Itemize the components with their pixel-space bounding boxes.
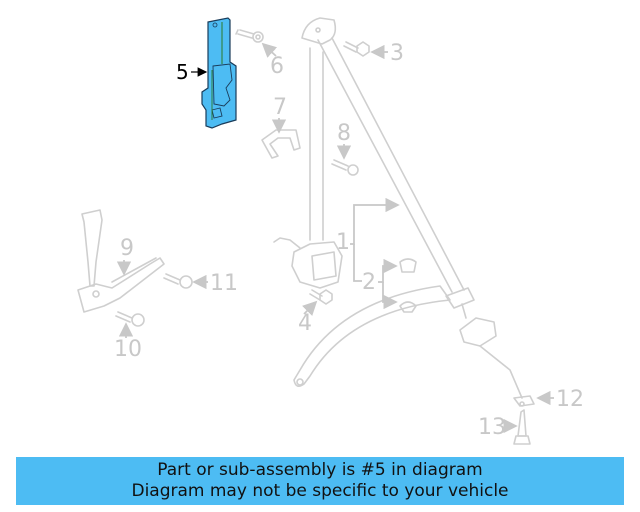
- callout-6[interactable]: 6: [261, 42, 284, 79]
- part-11-bolt[interactable]: [163, 273, 193, 289]
- part-10-bolt[interactable]: [115, 311, 145, 327]
- banner-line-disclaimer: Diagram may not be specific to your vehi…: [131, 481, 509, 501]
- callout-2[interactable]: 2: [362, 258, 398, 310]
- part-6-bolt[interactable]: [235, 29, 264, 43]
- part-2-anchors[interactable]: [293, 258, 451, 388]
- callout-3[interactable]: 3: [370, 41, 404, 66]
- part-7-clip[interactable]: [261, 129, 301, 159]
- callout-6-label: 6: [270, 54, 284, 79]
- banner-line-part: Part or sub-assembly is #5 in diagram: [157, 460, 483, 480]
- callout-12-label: 12: [556, 387, 584, 412]
- callout-8-label: 8: [337, 121, 351, 146]
- callout-5-label: 5: [176, 60, 189, 84]
- part-3-bolt[interactable]: [343, 41, 370, 57]
- callout-3-label: 3: [390, 41, 404, 66]
- callout-11[interactable]: 11: [192, 271, 238, 296]
- callout-1[interactable]: 1: [336, 197, 400, 282]
- callout-7[interactable]: 7: [271, 95, 287, 134]
- info-banner: Part or sub-assembly is #5 in diagram Di…: [16, 457, 624, 505]
- callout-13[interactable]: 13: [478, 415, 518, 440]
- callout-11-label: 11: [210, 271, 238, 296]
- callout-4[interactable]: 4: [298, 300, 318, 336]
- callout-10-label: 10: [114, 337, 142, 362]
- callout-9[interactable]: 9: [116, 236, 134, 276]
- callout-10[interactable]: 10: [114, 322, 142, 362]
- part-4-bolt[interactable]: [309, 289, 333, 305]
- callout-9-label: 9: [120, 236, 134, 261]
- part-1-seat-belt-assembly[interactable]: [273, 17, 535, 407]
- part-5-bracket[interactable]: [201, 17, 237, 129]
- callout-13-label: 13: [478, 415, 506, 440]
- part-8-bolt[interactable]: [331, 159, 359, 176]
- callout-5[interactable]: 5: [176, 60, 208, 84]
- part-9-buckle[interactable]: [77, 209, 165, 313]
- callout-4-label: 4: [298, 311, 312, 336]
- callout-12[interactable]: 12: [536, 387, 584, 412]
- callout-1-label: 1: [336, 230, 350, 255]
- callout-7-label: 7: [273, 95, 287, 120]
- callout-2-label: 2: [362, 270, 376, 295]
- part-13-screw[interactable]: [513, 409, 531, 445]
- callout-8[interactable]: 8: [336, 121, 352, 160]
